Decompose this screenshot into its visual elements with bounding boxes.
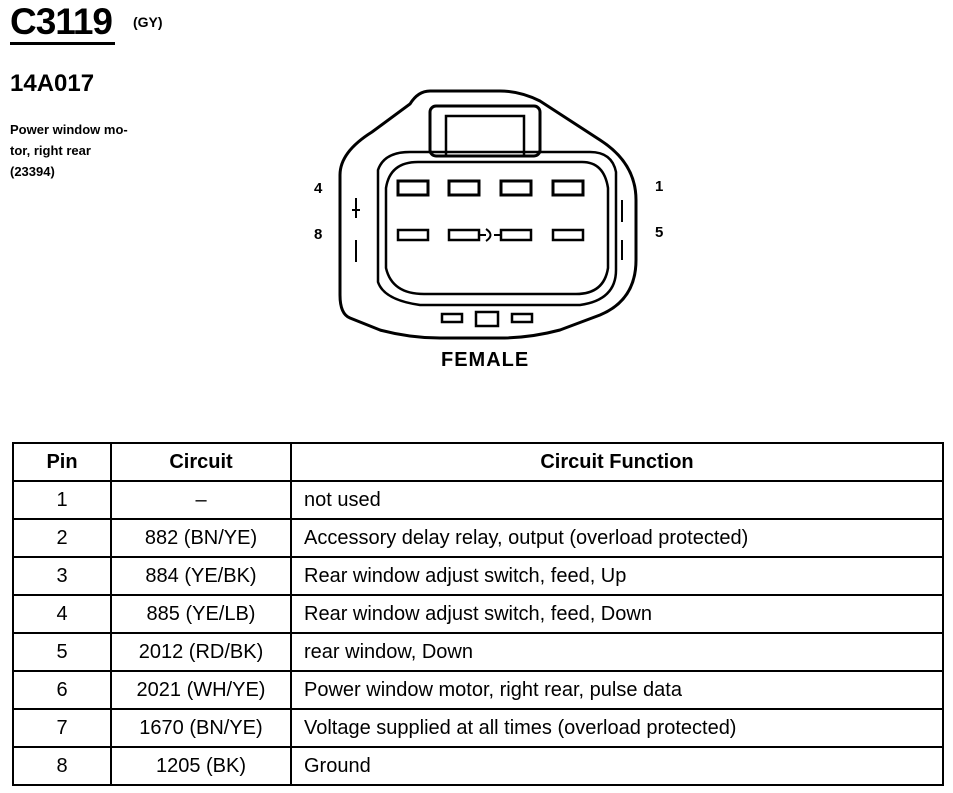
pinout-table: Pin Circuit Circuit Function 1 – not use… [12, 442, 944, 786]
cell-function: Rear window adjust switch, feed, Down [290, 594, 944, 634]
header-pin: Pin [12, 442, 112, 482]
cell-circuit: 1205 (BK) [110, 746, 292, 786]
pin-label-8: 8 [314, 226, 323, 243]
key-slot [440, 312, 464, 324]
cell-function: Accessory delay relay, output (overload … [290, 518, 944, 558]
connector-housing-outline [338, 89, 638, 340]
cell-pin: 6 [12, 670, 112, 710]
connector-id: C3119 [10, 1, 113, 42]
connector-gender-label: FEMALE [441, 349, 530, 371]
description-line: tor, right rear [10, 143, 91, 158]
cell-circuit: 882 (BN/YE) [110, 518, 292, 558]
cell-pin: 5 [12, 632, 112, 672]
table-header-row: Pin Circuit Circuit Function [12, 442, 944, 482]
pin-cavity [396, 179, 430, 197]
table-row: 4 885 (YE/LB) Rear window adjust switch,… [12, 594, 944, 634]
cell-function: rear window, Down [290, 632, 944, 672]
header-circuit-function: Circuit Function [290, 442, 944, 482]
connector-inner-outline [376, 150, 618, 307]
pin-label-1: 1 [655, 178, 664, 195]
cell-pin: 7 [12, 708, 112, 748]
pin-cavity [499, 179, 533, 197]
description-line: (23394) [10, 164, 55, 179]
cell-circuit: – [110, 480, 292, 520]
table-row: 2 882 (BN/YE) Accessory delay relay, out… [12, 518, 944, 558]
cell-circuit: 2012 (RD/BK) [110, 632, 292, 672]
pin-cavity [551, 179, 585, 197]
key-slot [474, 310, 500, 328]
connector-face-diagram [338, 89, 638, 340]
pin-cavity [551, 228, 585, 242]
connector-id-underline [10, 42, 115, 45]
pin-cavity [499, 228, 533, 242]
cell-function: Power window motor, right rear, pulse da… [290, 670, 944, 710]
connector-color-code: (GY) [133, 14, 163, 30]
cell-circuit: 885 (YE/LB) [110, 594, 292, 634]
cell-function: Ground [290, 746, 944, 786]
table-row: 5 2012 (RD/BK) rear window, Down [12, 632, 944, 672]
pin-cavity [447, 179, 481, 197]
table-row: 1 – not used [12, 480, 944, 520]
description-line: Power window mo- [10, 122, 128, 137]
cell-function: Rear window adjust switch, feed, Up [290, 556, 944, 596]
connector-insert-outline [384, 160, 610, 296]
table-row: 6 2021 (WH/YE) Power window motor, right… [12, 670, 944, 710]
cell-pin: 4 [12, 594, 112, 634]
cell-circuit: 884 (YE/BK) [110, 556, 292, 596]
cell-circuit: 2021 (WH/YE) [110, 670, 292, 710]
table-row: 8 1205 (BK) Ground [12, 746, 944, 786]
cell-pin: 3 [12, 556, 112, 596]
table-row: 7 1670 (BN/YE) Voltage supplied at all t… [12, 708, 944, 748]
table-row: 3 884 (YE/BK) Rear window adjust switch,… [12, 556, 944, 596]
cell-pin: 1 [12, 480, 112, 520]
cell-function: not used [290, 480, 944, 520]
pin-cavity [396, 228, 430, 242]
part-number: 14A017 [10, 70, 95, 97]
locking-tab-inner [444, 114, 526, 158]
pin-label-5: 5 [655, 224, 664, 241]
key-slot [510, 312, 534, 324]
pin-label-4: 4 [314, 180, 323, 197]
cell-circuit: 1670 (BN/YE) [110, 708, 292, 748]
cell-pin: 8 [12, 746, 112, 786]
component-description: Power window mo- tor, right rear (23394) [10, 119, 170, 182]
header-circuit: Circuit [110, 442, 292, 482]
cell-function: Voltage supplied at all times (overload … [290, 708, 944, 748]
pin-cavity [447, 228, 481, 242]
cell-pin: 2 [12, 518, 112, 558]
